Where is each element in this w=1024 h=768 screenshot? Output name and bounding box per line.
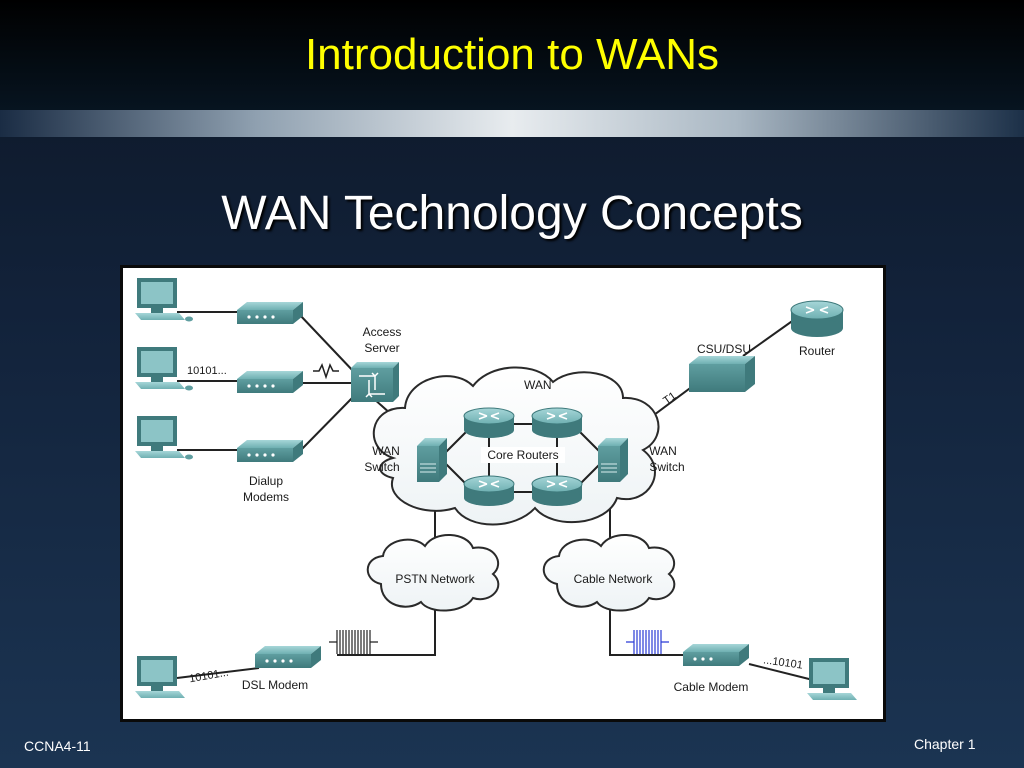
wan-switch-right-label-1: WAN [649, 444, 677, 458]
dialup-modem-1 [237, 302, 303, 324]
dsl-bits-label: 10101... [188, 667, 229, 686]
core-routers: Core Routers [463, 407, 583, 506]
dialup-bits-label: 10101... [187, 365, 227, 377]
dialup-modem-3 [237, 440, 303, 462]
csu-dsu [689, 356, 755, 392]
dsl-signal-icon [329, 630, 378, 654]
wan-switch-left-label-2: Switch [364, 460, 399, 474]
core-routers-label: Core Routers [487, 448, 558, 462]
cable-bits-label: ...10101 [762, 654, 803, 671]
pc-icon [135, 656, 185, 698]
router [790, 300, 844, 337]
wan-switch-left [417, 438, 447, 482]
access-server-label-2: Server [364, 341, 399, 355]
link-cablemodem-pc [748, 663, 814, 681]
router-icon [463, 475, 515, 506]
access-server-label-1: Access [363, 325, 402, 339]
cable-modem [683, 644, 749, 666]
wan-diagram: WAN [120, 265, 886, 722]
cable-network-label: Cable Network [574, 572, 654, 586]
link-modem3-access [298, 394, 356, 453]
router-label: Router [799, 344, 835, 358]
pc-icon [135, 416, 193, 460]
router-icon [463, 407, 515, 438]
csu-dsu-label: CSU/DSU [697, 342, 751, 356]
pc-icon [807, 658, 857, 700]
link-pstn-dsl [337, 607, 436, 656]
cable-signal-icon [626, 630, 669, 654]
wan-switch-right [598, 438, 628, 482]
dialup-modems-label-2: Modems [243, 490, 289, 504]
slide-header: Introduction to WANs [0, 0, 1024, 110]
analog-signal-icon [313, 363, 339, 380]
switch-icon [420, 463, 436, 473]
pstn-cloud: PSTN Network [366, 533, 500, 612]
header-rule-bar [0, 110, 1024, 137]
t1-label: T1 [661, 390, 678, 407]
slide-title: WAN Technology Concepts [221, 187, 803, 240]
dialup-modems-label-1: Dialup [249, 474, 283, 488]
link-cable-cablemodem [609, 609, 691, 656]
wan-cloud-label: WAN [524, 378, 552, 392]
wan-switch-left-label-1: WAN [372, 444, 400, 458]
dialup-modem-2 [237, 371, 303, 393]
footer-course-code: CCNA4-11 [24, 738, 91, 754]
access-server [351, 362, 399, 402]
wan-diagram-svg: WAN [135, 278, 857, 700]
header-title: Introduction to WANs [304, 30, 720, 79]
router-icon [805, 306, 829, 314]
pc-icon [135, 347, 193, 391]
router-icon [531, 407, 583, 438]
cable-cloud: Cable Network [542, 533, 676, 612]
router-icon [531, 475, 583, 506]
pstn-label: PSTN Network [395, 572, 475, 586]
wan-switch-right-label-2: Switch [649, 460, 684, 474]
cable-modem-label: Cable Modem [674, 680, 749, 694]
switch-icon [601, 463, 617, 473]
pc-icon [135, 278, 193, 322]
dsl-modem-label: DSL Modem [242, 678, 308, 692]
link-modem1-access [298, 313, 356, 374]
access-server-icon [359, 372, 385, 398]
link-dsl-pc [176, 667, 260, 679]
dsl-modem [255, 646, 321, 668]
wan-cloud: WAN [372, 366, 660, 526]
footer-chapter: Chapter 1 [914, 736, 976, 752]
